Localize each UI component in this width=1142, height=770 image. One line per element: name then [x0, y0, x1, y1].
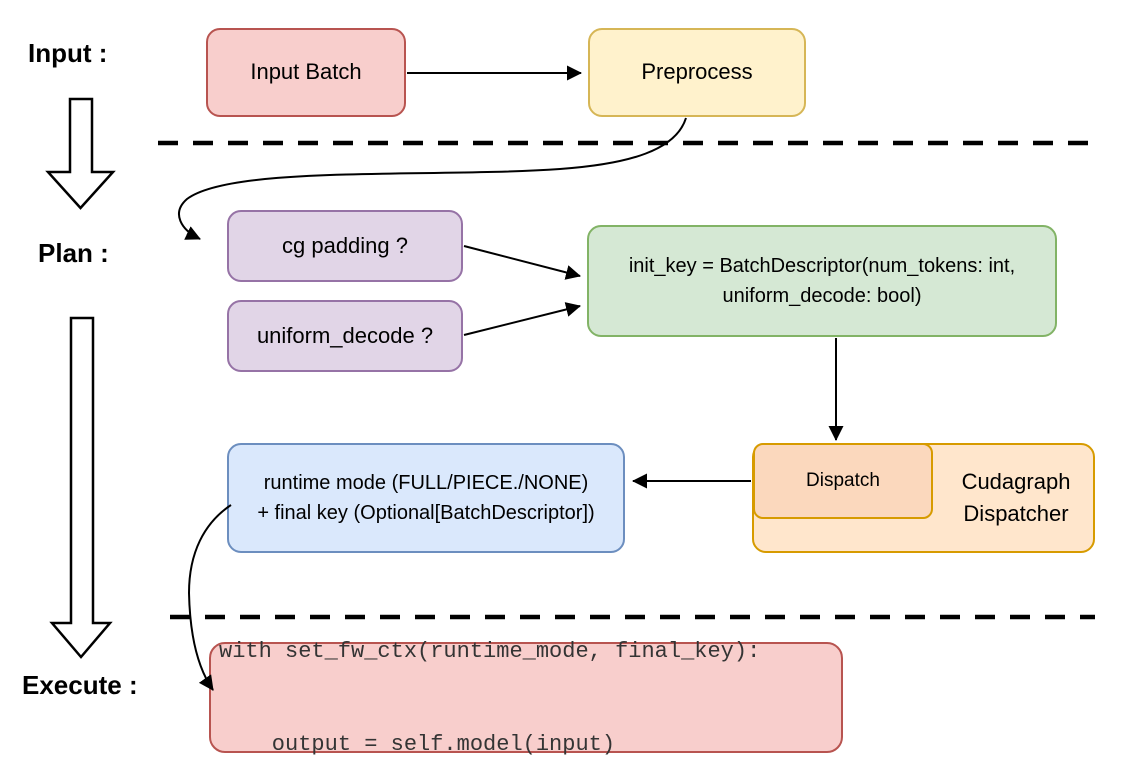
phase-label-plan: Plan :	[38, 238, 109, 268]
node-preprocess-label: Preprocess	[641, 59, 753, 85]
node-input-batch-label: Input Batch	[250, 59, 362, 85]
node-init-key: init_key = BatchDescriptor(num_tokens: i…	[587, 225, 1057, 337]
phase-label-input: Input :	[28, 38, 108, 68]
node-uniform-decode: uniform_decode ?	[227, 300, 463, 372]
node-execute-code: with set_fw_ctx(runtime_mode, final_key)…	[209, 639, 843, 757]
phase-arrow-input-to-plan	[45, 97, 116, 210]
node-input-batch: Input Batch	[206, 28, 406, 117]
phase-arrow-plan-to-execute	[49, 316, 113, 659]
node-cg-padding: cg padding ?	[227, 210, 463, 282]
node-runtime-mode: runtime mode (FULL/PIECE./NONE) + final …	[227, 443, 625, 553]
node-runtime-mode-line2: + final key (Optional[BatchDescriptor])	[257, 502, 595, 524]
node-dispatch: Dispatch	[753, 443, 933, 519]
node-cg-padding-label: cg padding ?	[282, 232, 408, 258]
arrow-uniformdecode-to-initkey	[463, 302, 581, 336]
node-runtime-mode-line1: runtime mode (FULL/PIECE./NONE)	[263, 472, 589, 494]
node-dispatch-label: Dispatch	[806, 469, 880, 491]
node-uniform-decode-label: uniform_decode ?	[256, 322, 434, 348]
arrow-cgpadding-to-initkey	[463, 245, 581, 280]
node-init-key-line1: init_key = BatchDescriptor(num_tokens: i…	[628, 255, 1016, 277]
node-cudagraph-dispatcher-line1: Cudagraph	[961, 469, 1071, 495]
phase-label-execute: Execute :	[22, 670, 138, 700]
node-cudagraph-dispatcher-line2: Dispatcher	[963, 501, 1069, 526]
execute-code-line2: output = self.model(input)	[219, 731, 616, 757]
execute-code-line1: with set_fw_ctx(runtime_mode, final_key)…	[219, 638, 761, 664]
node-preprocess: Preprocess	[588, 28, 806, 117]
node-init-key-line2: uniform_decode: bool)	[722, 285, 922, 307]
